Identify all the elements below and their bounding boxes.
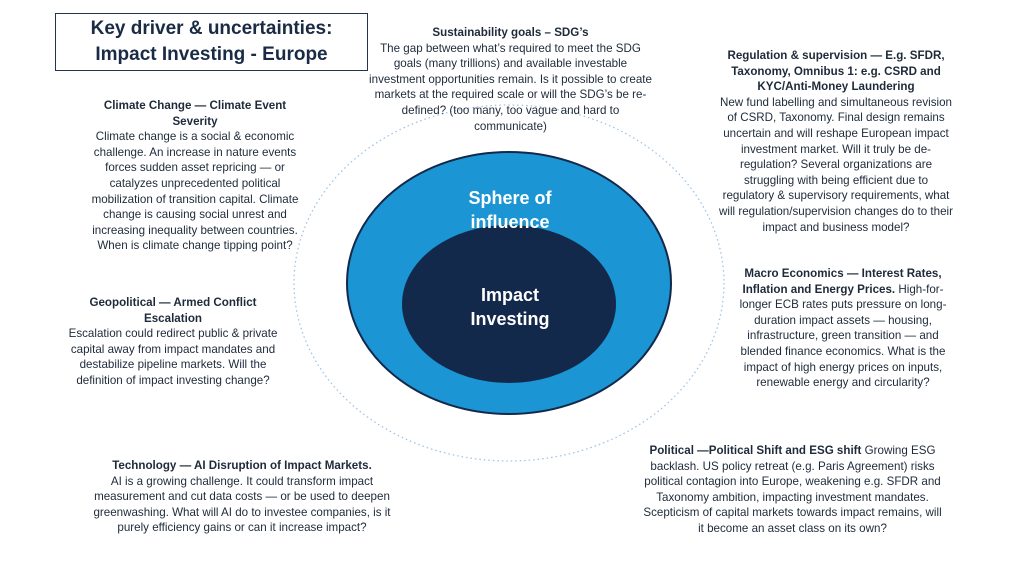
title-line-1: Key driver & uncertainties: xyxy=(90,18,333,39)
regulation-heading: Regulation & supervision — E.g. SFDR, Ta… xyxy=(727,49,945,94)
regulation-body: New fund labelling and simultaneous revi… xyxy=(719,95,953,234)
sdg-body: The gap between what’s required to meet … xyxy=(369,41,652,133)
sphere-of-influence-label: Sphere of influence xyxy=(420,186,600,234)
macro-heading: Macro Economics — Interest Rates, Inflat… xyxy=(742,267,942,296)
technology-driver: Technology — AI Disruption of Impact Mar… xyxy=(92,458,392,536)
geopolitical-body: Escalation could redirect public & priva… xyxy=(68,327,278,387)
climate-driver: Climate Change — Climate Event Severity … xyxy=(80,98,310,254)
impact-investing-label: Impact Investing xyxy=(430,283,590,331)
macro-driver: Macro Economics — Interest Rates, Inflat… xyxy=(728,266,958,391)
dotted-ring xyxy=(293,104,725,462)
impact-label-line-2: Investing xyxy=(470,309,550,329)
political-body: Growing ESG backlash. US policy retreat … xyxy=(643,444,942,535)
title-line-2: Impact Investing - Europe xyxy=(95,44,328,65)
sphere-label-line-2: influence xyxy=(470,212,550,232)
geopolitical-heading: Geopolitical — Armed Conflict Escalation xyxy=(89,296,257,325)
political-driver: Political —Political Shift and ESG shift… xyxy=(640,443,945,537)
macro-body: High-for-longer ECB rates puts pressure … xyxy=(739,282,947,390)
technology-body: AI is a growing challenge. It could tran… xyxy=(93,474,391,535)
geopolitical-driver: Geopolitical — Armed Conflict Escalation… xyxy=(62,295,284,389)
impact-investing-circle xyxy=(402,225,616,383)
title-box: Key driver & uncertainties: Impact Inves… xyxy=(55,13,368,71)
political-heading: Political —Political Shift and ESG shift xyxy=(649,444,862,457)
sphere-label-line-1: Sphere of xyxy=(468,188,552,208)
sdg-heading: Sustainability goals – SDG’s xyxy=(432,26,589,39)
sdg-driver: Sustainability goals – SDG’s The gap bet… xyxy=(368,25,653,134)
regulation-driver: Regulation & supervision — E.g. SFDR, Ta… xyxy=(718,48,954,235)
climate-body: Climate change is a social & economic ch… xyxy=(91,130,299,253)
technology-heading: Technology — AI Disruption of Impact Mar… xyxy=(112,459,372,472)
climate-heading: Climate Change — Climate Event Severity xyxy=(103,99,287,128)
impact-label-line-1: Impact xyxy=(480,285,540,305)
